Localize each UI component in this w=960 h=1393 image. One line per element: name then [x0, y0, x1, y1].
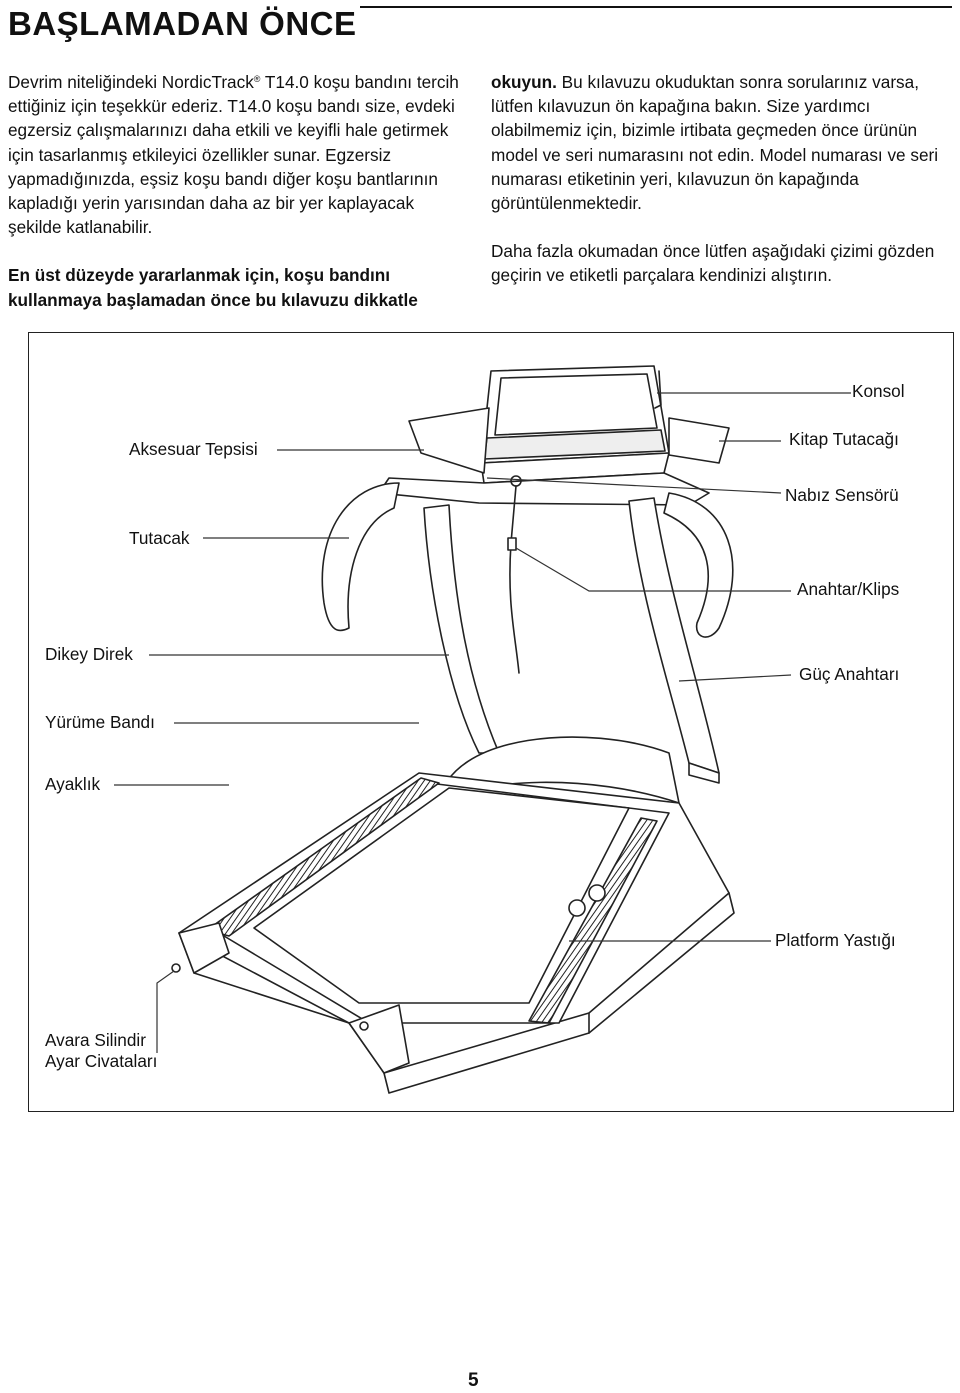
label-platform: Platform Yastığı — [775, 930, 896, 950]
label-avara-2: Ayar Civataları — [45, 1051, 158, 1071]
left-handlebar — [321, 482, 400, 632]
leader-avara — [156, 970, 175, 1053]
label-avara-1: Avara Silindir — [45, 1030, 146, 1050]
label-aksesuar: Aksesuar Tepsisi — [129, 439, 258, 459]
emphasis-text: En üst düzeyde yararlanmak için, koşu ba… — [8, 265, 418, 310]
right-column: okuyun. Bu kılavuzu okuduktan sonra soru… — [491, 70, 953, 288]
leader-lines — [114, 392, 851, 1053]
label-anahtar: Anahtar/Klips — [797, 579, 900, 599]
label-guc: Güç Anahtarı — [799, 664, 900, 684]
emphasis-continued: okuyun. — [491, 72, 557, 92]
intro-text-2: T14.0 koşu bandını tercih ettiğiniz için… — [8, 72, 459, 238]
treadmill-figure: Konsol Aksesuar Tepsisi Kitap Tutacağı N… — [28, 332, 954, 1112]
label-yurume: Yürüme Bandı — [45, 712, 155, 732]
label-kitap: Kitap Tutacağı — [789, 429, 899, 449]
page-number: 5 — [468, 1370, 479, 1391]
leader-guc — [678, 674, 792, 682]
diagram-intro-paragraph: Daha fazla okumadan önce lütfen aşağıdak… — [491, 241, 935, 286]
label-nabiz: Nabız Sensörü — [785, 485, 899, 505]
title-rule — [360, 6, 952, 8]
registered-mark: ® — [253, 74, 261, 84]
emphasis-paragraph: En üst düzeyde yararlanmak için, koşu ba… — [8, 263, 463, 311]
manual-paragraph: okuyun. Bu kılavuzu okuduktan sonra soru… — [491, 70, 953, 215]
treadmill-illustration — [114, 365, 851, 1094]
wheels — [568, 884, 606, 917]
left-column: Devrim niteliğindeki NordicTrack® T14.0 … — [8, 70, 463, 312]
label-tutacak: Tutacak — [129, 528, 190, 548]
page-title: BAŞLAMADAN ÖNCE — [8, 5, 357, 42]
manual-text: Bu kılavuzu okuduktan sonra sorularınız … — [491, 72, 939, 214]
intro-paragraph: Devrim niteliğindeki NordicTrack® T14.0 … — [8, 70, 463, 239]
leader-anahtar — [515, 547, 791, 592]
rear-caps — [171, 922, 410, 1074]
safety-key — [507, 485, 520, 674]
accessory-tray — [408, 407, 730, 474]
label-konsol: Konsol — [852, 381, 905, 401]
label-ayaklik: Ayaklık — [45, 774, 101, 794]
deck — [178, 772, 735, 1094]
console — [480, 365, 670, 484]
intro-text-1: Devrim niteliğindeki NordicTrack — [8, 72, 254, 92]
right-handlebar — [663, 492, 734, 638]
leader-nabiz — [486, 477, 782, 494]
label-dikey: Dikey Direk — [45, 644, 133, 664]
